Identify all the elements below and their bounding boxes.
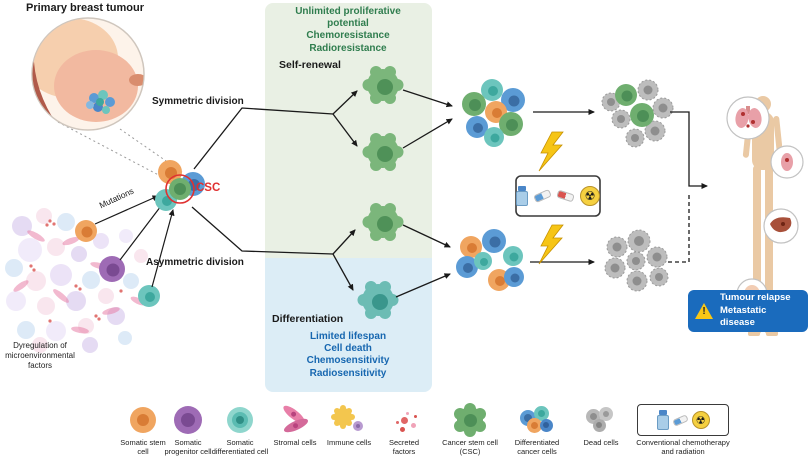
cancer-stem-cell-icon: [457, 401, 483, 439]
asymmetric-division-label: Asymmetric division: [146, 257, 244, 268]
division-arrows: [191, 90, 358, 291]
radiation-icon: ☢: [580, 186, 600, 206]
immune-cells-icon: [332, 401, 366, 439]
secreted-factors-icon: [400, 401, 408, 439]
legend-item-chemo-radiation: ☢ Conventional chemotherapy and radiatio…: [633, 401, 733, 457]
banner-line: Tumour relapse: [720, 292, 791, 304]
stromal-cells-icon: [279, 401, 311, 439]
sensitivity-line: Radiosensitivity: [309, 367, 387, 379]
mutation-arrows: [94, 195, 175, 288]
resistance-line: Radioresistance: [309, 42, 387, 54]
tumour-cluster-sensitive-path: [456, 229, 524, 291]
resistance-text-block: Unlimited proliferative potential Chemor…: [276, 6, 420, 55]
to-body-arrows: [668, 111, 708, 263]
pill-bottle-icon: [656, 410, 669, 430]
diagram-title: Primary breast tumour: [26, 2, 144, 14]
differentiated-cancer-cells-icon: [518, 401, 556, 439]
legend-item-dead-cells: Dead cells: [576, 401, 626, 448]
capsule-icon: [533, 188, 552, 204]
differentiation-label: Differentiation: [272, 313, 344, 325]
capsule-icon: [671, 413, 689, 427]
dead-cells-icon: [584, 401, 618, 439]
dead-cluster: [604, 229, 669, 292]
resistance-line: Chemoresistance: [306, 30, 390, 42]
legend-label: Stromal cells: [273, 438, 317, 447]
legend-item-somatic-differentiated-cell: Somatic differentiated cell: [211, 401, 269, 457]
somatic-progenitor-cell-icon: [174, 401, 202, 439]
legend-label: Somatic differentiated cell: [211, 438, 269, 456]
differentiation-cells: [357, 203, 404, 319]
panel-exit-arrows: [395, 89, 453, 298]
sensitivity-line: Cell death: [324, 343, 372, 355]
legend-item-secreted-factors: Secreted factors: [378, 401, 430, 457]
legend-label: Secreted factors: [388, 438, 420, 456]
relapse-banner: ! Tumour relapse Metastatic disease: [688, 290, 808, 332]
breast-illustration: [31, 17, 183, 181]
banner-line: Metastatic disease: [720, 304, 767, 329]
legend-item-somatic-stem-cell: Somatic stem cell: [117, 401, 169, 457]
csc-cluster: [155, 160, 205, 211]
legend-item-immune-cells: Immune cells: [323, 401, 375, 448]
legend-item-cancer-stem-cell: Cancer stem cell (CSC): [439, 401, 501, 457]
chemo-radiation-icon: ☢: [637, 401, 729, 439]
resistance-line: Unlimited proliferative potential: [295, 6, 401, 30]
lightning-icon: [538, 224, 564, 265]
warning-icon: !: [694, 302, 714, 320]
radiation-icon: ☢: [691, 411, 710, 429]
legend-label: Cancer stem cell (CSC): [442, 438, 498, 456]
legend-label: Dead cells: [583, 438, 619, 447]
somatic-differentiated-cell-icon: [227, 401, 253, 439]
legend-label: Somatic stem cell: [120, 438, 166, 456]
legend-item-somatic-progenitor-cell: Somatic progenitor cell: [162, 401, 214, 457]
csc-label: CSC: [196, 182, 221, 194]
legend-label: Differentiated cancer cells: [514, 438, 560, 456]
legend-label: Immune cells: [326, 438, 372, 447]
symmetric-division-label: Symmetric division: [152, 96, 244, 107]
chemo-radiation-box: ☢: [516, 180, 600, 212]
self-renewal-label: Self-renewal: [279, 59, 341, 71]
legend-label: Somatic progenitor cell: [164, 438, 212, 456]
tumour-cluster-resistant-path: [462, 79, 525, 147]
somatic-stem-cell-icon: [130, 401, 156, 439]
legend-item-stromal-cells: Stromal cells: [268, 401, 322, 448]
sensitivity-line: Chemosensitivity: [306, 355, 390, 367]
capsule-icon: [556, 189, 575, 203]
self-renewal-cells: [362, 66, 404, 171]
legend-item-differentiated-cancer-cells: Differentiated cancer cells: [506, 401, 568, 457]
microenvironment-label: Dyregulation of microenvironmental facto…: [5, 341, 75, 370]
microenvironment-cluster: [5, 208, 160, 353]
pill-bottle-icon: [516, 186, 528, 206]
surviving-cluster: [601, 79, 674, 148]
sensitivity-line: Limited lifespan: [309, 331, 387, 342]
sensitivity-text-block: Limited lifespan Cell death Chemosensiti…: [276, 331, 420, 380]
legend-label: Conventional chemotherapy and radiation: [636, 438, 730, 456]
lightning-icon: [538, 131, 564, 172]
